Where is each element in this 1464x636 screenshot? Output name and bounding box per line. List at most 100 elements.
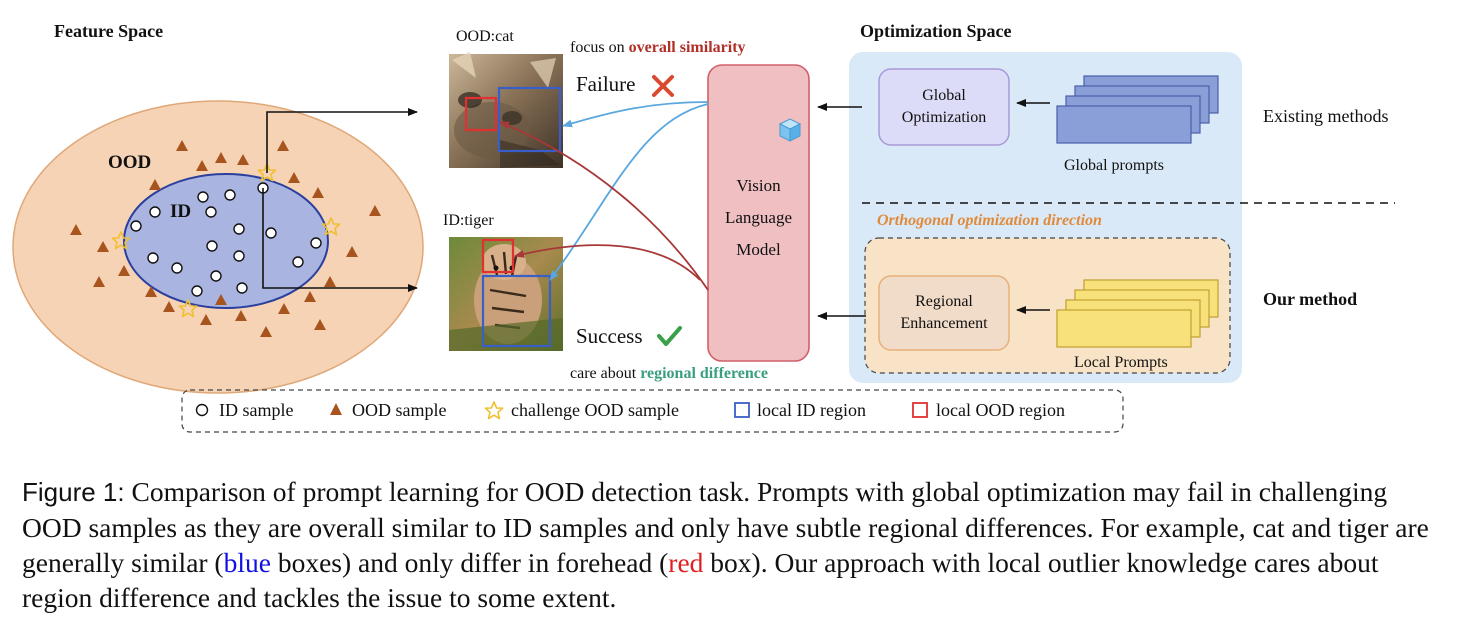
- vlm-label-line2: Language: [724, 208, 793, 227]
- legend-star-icon: [484, 401, 504, 420]
- focus-caption: focus on overall similarity: [570, 39, 746, 57]
- id-example-label: ID:tiger: [443, 212, 494, 229]
- id-sample-marker: [130, 220, 142, 232]
- vlm-label-line3: Model: [736, 240, 781, 259]
- caption-blue-word: blue: [223, 547, 271, 578]
- figure-caption: Figure 1: Comparison of prompt learning …: [22, 474, 1447, 615]
- local-prompts-label: Local Prompts: [1074, 354, 1168, 371]
- focus-emph: overall similarity: [628, 39, 746, 56]
- orthogonal-label: Orthogonal optimization direction: [877, 212, 1102, 229]
- optimization-space-title: Optimization Space: [860, 21, 1012, 41]
- ood-sample-marker: [278, 303, 290, 314]
- id-sample-marker: [310, 237, 322, 249]
- ood-sample-marker: [196, 160, 208, 171]
- tiger-local-id-box: [481, 274, 552, 348]
- ood-sample-marker: [93, 276, 105, 287]
- ood-sample-markers: [70, 140, 381, 337]
- care-emph: regional difference: [640, 365, 769, 382]
- caption-part2: boxes) and only differ in forehead (: [270, 547, 669, 578]
- cat-local-id-box: [497, 86, 562, 153]
- vlm-to-cat-blue-arrow: [562, 101, 709, 128]
- id-sample-marker: [149, 206, 161, 218]
- legend-box: [181, 389, 1124, 433]
- id-sample-markers: [130, 182, 322, 297]
- vlm-to-tiger-red-arrow: [514, 244, 701, 281]
- connector-to-cat: [266, 108, 418, 173]
- id-sample-marker: [206, 240, 218, 252]
- figure-diagram: [12, 52, 1395, 433]
- ood-sample-marker: [237, 154, 249, 165]
- ood-sample-marker: [176, 140, 188, 151]
- focus-prefix: focus on: [570, 39, 629, 56]
- local-prompts-stack: [1056, 279, 1219, 348]
- id-sample-marker: [233, 250, 245, 262]
- id-sample-marker: [147, 252, 159, 264]
- ood-sample-marker: [200, 314, 212, 325]
- tiger-local-ood-box: [481, 238, 515, 274]
- failure-cross-icon: [652, 75, 674, 97]
- cube-icon: [778, 118, 802, 142]
- existing-methods-label: Existing methods: [1263, 106, 1389, 126]
- global-prompts-stack: [1056, 75, 1219, 144]
- id-sample-marker: [205, 206, 217, 218]
- tiger-image: [449, 237, 563, 351]
- caption-part1: Comparison of prompt learning for OOD de…: [22, 476, 1429, 578]
- id-sample-marker: [171, 262, 183, 274]
- id-region-ellipse: [123, 173, 329, 309]
- ood-sample-marker: [163, 301, 175, 312]
- legend-local-id-region: local ID region: [757, 400, 866, 420]
- ood-sample-marker: [70, 224, 82, 235]
- ood-sample-marker: [277, 140, 289, 151]
- ood-sample-marker: [304, 291, 316, 302]
- global-prompts-label: Global prompts: [1064, 157, 1164, 174]
- legend-blue-square: [734, 402, 750, 418]
- feature-space: [12, 100, 424, 394]
- our-method-label: Our method: [1263, 289, 1358, 309]
- legend-id-sample: ID sample: [219, 400, 294, 420]
- feature-space-title: Feature Space: [54, 21, 164, 41]
- challenge-ood-star: [178, 299, 198, 318]
- id-sample-marker: [265, 227, 277, 239]
- challenge-ood-star: [111, 231, 131, 250]
- care-prefix: care about: [570, 365, 641, 382]
- regional-line2: Enhancement: [900, 315, 988, 332]
- ood-sample-marker: [118, 265, 130, 276]
- vlm-to-cat-red-arrow: [499, 121, 709, 291]
- id-sample-marker: [224, 189, 236, 201]
- ood-sample-marker: [314, 319, 326, 330]
- challenge-ood-star: [257, 163, 277, 182]
- regional-enhancement-box: [878, 275, 1010, 351]
- global-optimization-box: [878, 68, 1010, 146]
- id-sample-marker: [191, 285, 203, 297]
- legend-local-ood-region: local OOD region: [936, 400, 1065, 420]
- caption-lead: Figure 1:: [22, 477, 125, 507]
- legend-id-circle: [195, 403, 209, 417]
- id-sample-marker: [233, 223, 245, 235]
- failure-label: Failure: [576, 72, 636, 96]
- connector-to-tiger: [262, 188, 418, 292]
- ood-sample-marker: [346, 246, 358, 257]
- regional-line1: Regional: [915, 293, 973, 310]
- ood-sample-marker: [260, 326, 272, 337]
- caption-part3: box). Our approach with local outlier kn…: [22, 547, 1379, 613]
- ood-sample-marker: [215, 152, 227, 163]
- id-sample-marker: [197, 191, 209, 203]
- vlm-to-tiger-blue-arrow: [549, 103, 709, 281]
- ood-sample-marker: [97, 241, 109, 252]
- legend-challenge-ood: challenge OOD sample: [511, 400, 679, 420]
- global-opt-line1: Global: [922, 87, 966, 104]
- ood-sample-marker: [312, 187, 324, 198]
- ood-sample-marker: [235, 310, 247, 321]
- legend-red-square: [912, 402, 928, 418]
- ood-sample-marker: [215, 294, 227, 305]
- vlm-label-line1: Vision: [736, 176, 781, 195]
- ood-sample-marker: [145, 286, 157, 297]
- ood-sample-marker: [324, 276, 336, 287]
- ood-example-label: OOD:cat: [456, 28, 514, 45]
- ood-sample-marker: [149, 179, 161, 190]
- caption-red-word: red: [668, 547, 704, 578]
- cat-image: [449, 52, 563, 168]
- vlm-box: [707, 64, 810, 362]
- id-sample-marker: [236, 282, 248, 294]
- cat-local-ood-box: [464, 96, 498, 132]
